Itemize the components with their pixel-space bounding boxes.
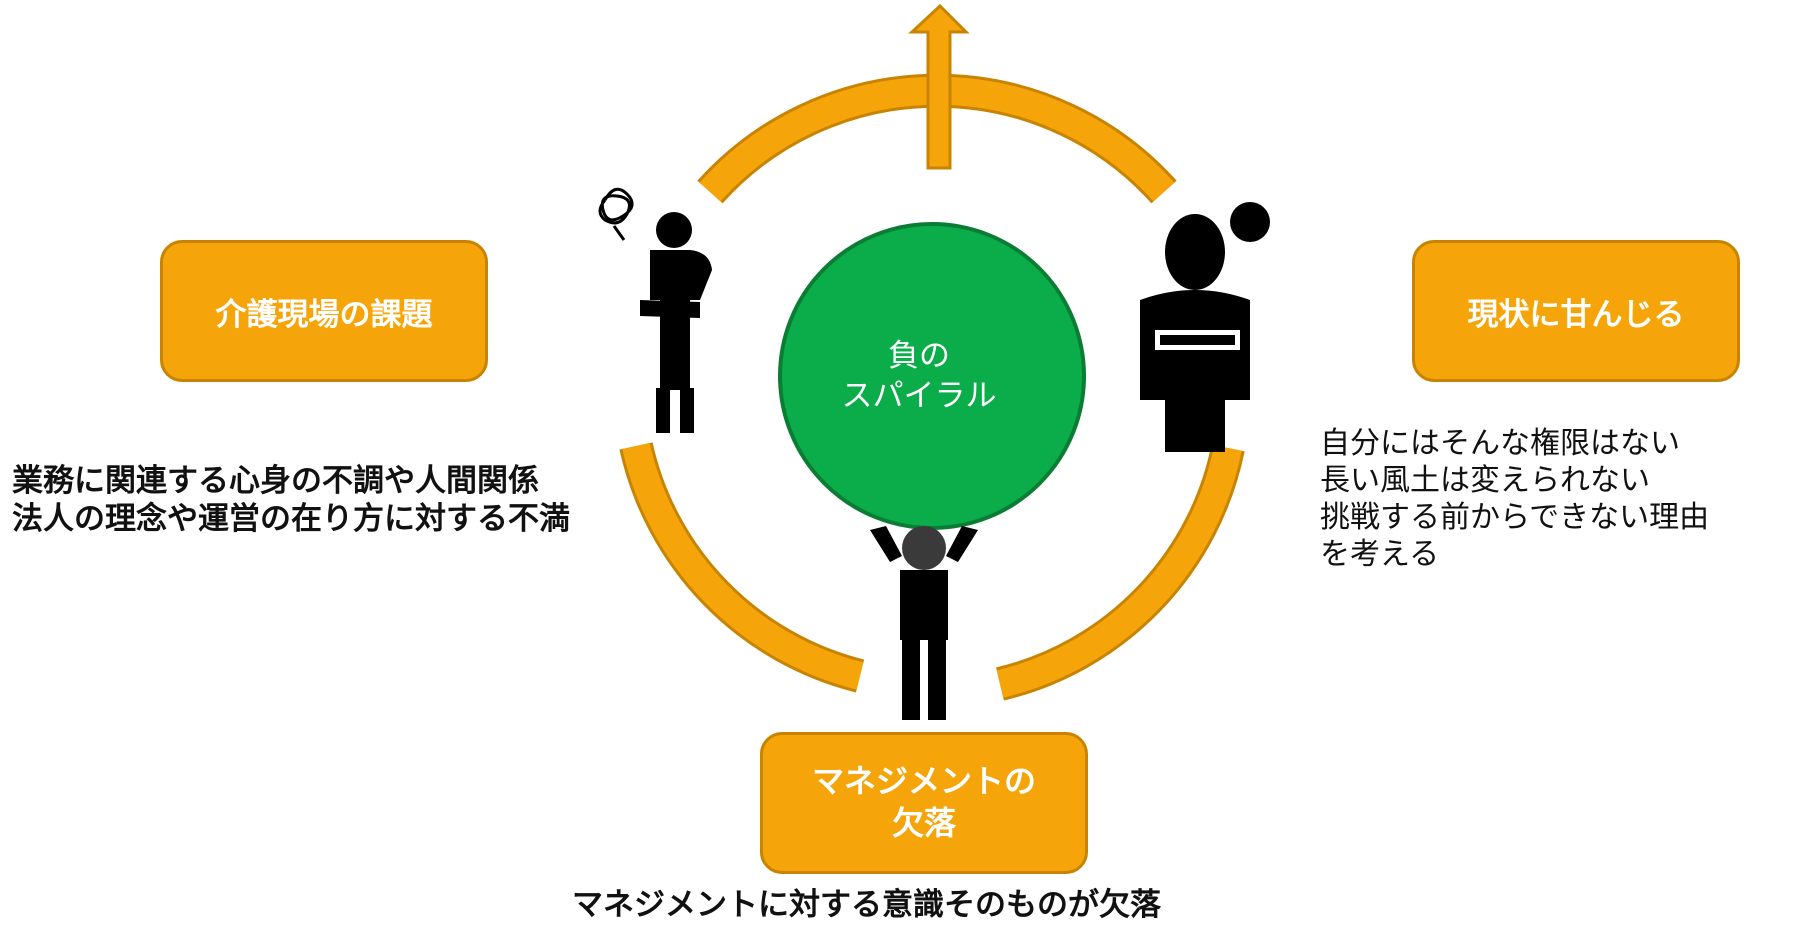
issue-description-line: 法人の理念や運営の在り方に対する不満 (12, 501, 570, 538)
stress-scribble-icon (1230, 202, 1270, 242)
complacency-box-label: 現状に甘んじる (1467, 296, 1685, 333)
complacency-description-line: 挑戦する前からできない理由 (1320, 499, 1710, 535)
head-in-hands-person-icon (870, 526, 978, 720)
up-arrow-icon (908, 3, 970, 170)
arms-crossed-person-icon (1140, 202, 1270, 452)
complacency-description: 自分にはそんな権限はない 長い風土は変えられない 挑戦する前からできない理由 を… (1320, 426, 1709, 574)
thinking-person-icon (598, 187, 712, 433)
management-box-line2: 欠落 (891, 804, 956, 842)
management-description: マネジメントに対する意識そのものが欠落 (572, 886, 1161, 924)
management-description-text: マネジメントに対する意識そのものが欠落 (572, 887, 1161, 923)
issue-description: 業務に関連する心身の不調や人間関係 法人の理念や運営の在り方に対する不満 (12, 462, 570, 538)
ring-bottom-left-arc-fill (622, 442, 864, 690)
complacency-description-line: 自分にはそんな権限はない (1320, 426, 1680, 461)
center-label-line2: スパイラル (841, 378, 997, 414)
ring-segments (619, 73, 1245, 701)
management-box: マネジメントの 欠落 (760, 732, 1088, 874)
issue-description-line: 業務に関連する心身の不調や人間関係 (12, 463, 539, 499)
complacency-box: 現状に甘んじる (1412, 240, 1740, 382)
complacency-description-line: を考える (1320, 536, 1440, 572)
issue-box: 介護現場の課題 (160, 240, 488, 382)
center-label: 負の スパイラル (794, 316, 1044, 436)
stress-scribble-icon (598, 187, 634, 241)
center-label-line1: 負の (888, 337, 950, 374)
ring-bottom-right-arc-fill (996, 445, 1242, 698)
complacency-description-line: 長い風土は変えられない (1320, 462, 1650, 498)
issue-box-label: 介護現場の課題 (215, 296, 433, 333)
management-box-line1: マネジメントの (811, 762, 1036, 801)
